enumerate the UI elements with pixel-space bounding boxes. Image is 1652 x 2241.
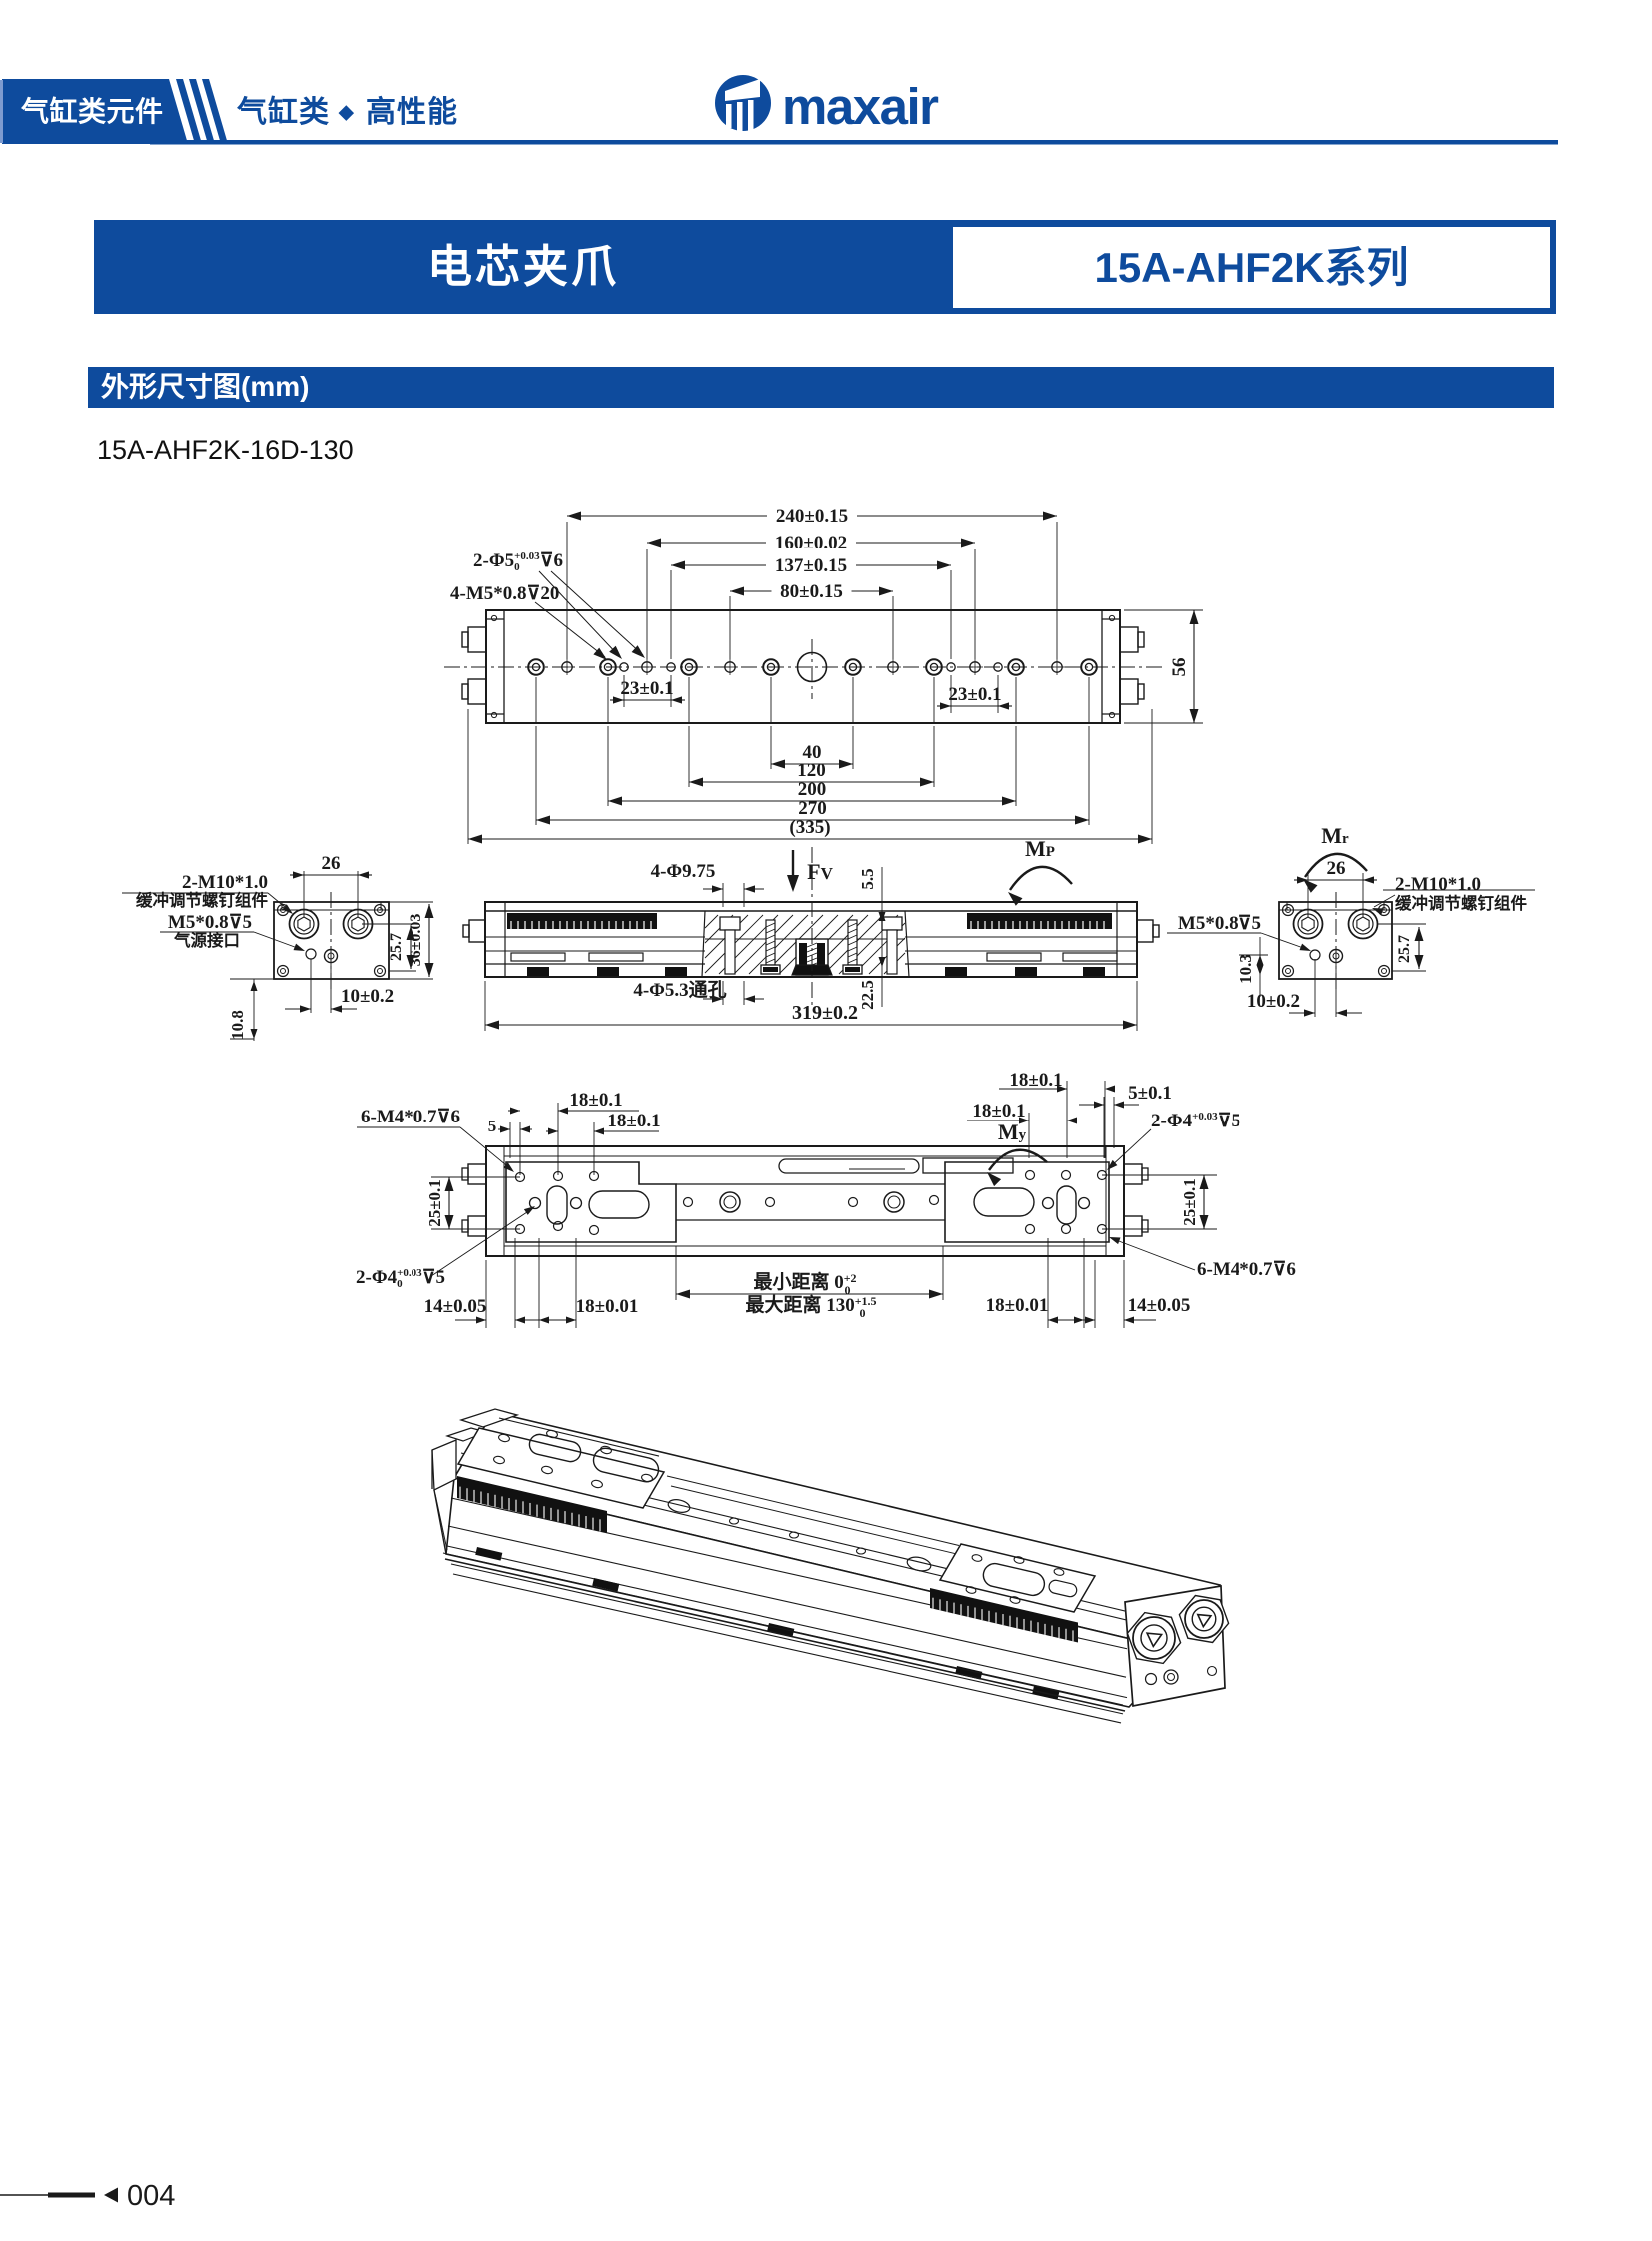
svg-text:2-Φ5+0.03⊽6: 2-Φ5+0.03⊽6 bbox=[473, 550, 563, 571]
svg-text:80±0.15: 80±0.15 bbox=[780, 581, 843, 602]
svg-text:气缸类元件: 气缸类元件 bbox=[20, 95, 164, 127]
svg-text:36±0.03: 36±0.03 bbox=[408, 914, 424, 967]
svg-text:◆: ◆ bbox=[338, 102, 355, 123]
svg-text:18±0.01: 18±0.01 bbox=[576, 1296, 639, 1317]
svg-text:22.5: 22.5 bbox=[858, 980, 877, 1010]
svg-text:2-Φ5+0.03: 2-Φ5+0.03 bbox=[473, 550, 540, 571]
svg-text:5±0.1: 5±0.1 bbox=[1128, 1083, 1172, 1104]
svg-text:240±0.15: 240±0.15 bbox=[776, 506, 848, 527]
svg-text:18±0.1: 18±0.1 bbox=[972, 1101, 1025, 1121]
svg-text:2-Φ4+0.03: 2-Φ4+0.03 bbox=[1151, 1111, 1218, 1131]
svg-text:My: My bbox=[998, 1120, 1027, 1144]
svg-text:最大距离 130+1.50: 最大距离 130+1.50 bbox=[745, 1293, 876, 1320]
svg-text:18±0.1: 18±0.1 bbox=[1009, 1070, 1062, 1091]
svg-text:10±0.2: 10±0.2 bbox=[341, 986, 394, 1007]
svg-text:25.7: 25.7 bbox=[1396, 935, 1413, 963]
svg-text:270: 270 bbox=[798, 798, 827, 819]
svg-text:6-M4*0.7⊽6: 6-M4*0.7⊽6 bbox=[1197, 1259, 1296, 1280]
svg-text:2-Φ50: 2-Φ50 bbox=[473, 550, 520, 573]
svg-text:25.7: 25.7 bbox=[388, 933, 405, 961]
svg-text:14±0.05: 14±0.05 bbox=[1128, 1295, 1191, 1316]
svg-text:2-Φ4: 2-Φ4 bbox=[356, 1267, 398, 1288]
svg-text:10±0.2: 10±0.2 bbox=[1247, 991, 1300, 1012]
svg-text:40: 40 bbox=[803, 742, 822, 763]
svg-text:缓冲调节螺钉组件: 缓冲调节螺钉组件 bbox=[1395, 893, 1528, 913]
svg-text:2-Φ4+0.03⊽5: 2-Φ4+0.03⊽5 bbox=[1151, 1111, 1240, 1131]
svg-text:25±0.1: 25±0.1 bbox=[425, 1179, 444, 1227]
svg-text:18±0.01: 18±0.01 bbox=[986, 1295, 1049, 1316]
svg-text:004: 004 bbox=[127, 2180, 175, 2212]
svg-text:6-M4*0.7⊽6: 6-M4*0.7⊽6 bbox=[361, 1107, 460, 1127]
svg-text:14±0.05: 14±0.05 bbox=[424, 1296, 487, 1317]
svg-text:26: 26 bbox=[1327, 858, 1346, 879]
svg-text:2-Φ5: 2-Φ5 bbox=[473, 550, 514, 571]
svg-text:23±0.1: 23±0.1 bbox=[620, 678, 673, 699]
svg-text:137±0.15: 137±0.15 bbox=[775, 555, 847, 576]
svg-text:4-M5*0.8⊽20: 4-M5*0.8⊽20 bbox=[450, 583, 559, 604]
svg-text:MP: MP bbox=[1025, 836, 1055, 861]
svg-text:23±0.1: 23±0.1 bbox=[948, 684, 1001, 705]
svg-text:maxair: maxair bbox=[782, 78, 939, 135]
svg-text:25±0.1: 25±0.1 bbox=[1180, 1178, 1199, 1226]
svg-text:10.3: 10.3 bbox=[1237, 954, 1255, 984]
svg-text:Mr: Mr bbox=[1321, 823, 1349, 848]
svg-text:缓冲调节螺钉组件: 缓冲调节螺钉组件 bbox=[136, 890, 269, 910]
svg-text:4-Φ9.75: 4-Φ9.75 bbox=[651, 861, 716, 882]
svg-text:26: 26 bbox=[322, 853, 341, 874]
svg-text:气源接口: 气源接口 bbox=[173, 930, 240, 950]
svg-text:120: 120 bbox=[797, 760, 826, 781]
svg-text:2-M10*1.0: 2-M10*1.0 bbox=[1395, 874, 1481, 895]
svg-text:2-Φ4+0.03: 2-Φ4+0.03 bbox=[356, 1267, 422, 1288]
svg-text:10.8: 10.8 bbox=[228, 1010, 247, 1040]
svg-text:气缸类: 气缸类 bbox=[237, 95, 330, 129]
svg-text:2-M10*1.0: 2-M10*1.0 bbox=[182, 872, 268, 893]
svg-text:2-Φ40: 2-Φ40 bbox=[356, 1267, 403, 1290]
svg-text:(335): (335) bbox=[789, 817, 830, 838]
svg-text:最小距离 0+20: 最小距离 0+20 bbox=[753, 1270, 856, 1297]
svg-text:M5*0.8⊽5: M5*0.8⊽5 bbox=[168, 912, 252, 933]
svg-text:2-Φ4: 2-Φ4 bbox=[1151, 1111, 1193, 1131]
svg-text:56: 56 bbox=[1169, 658, 1190, 677]
svg-text:5: 5 bbox=[488, 1117, 497, 1135]
svg-text:18±0.1: 18±0.1 bbox=[569, 1090, 622, 1111]
svg-text:18±0.1: 18±0.1 bbox=[607, 1111, 660, 1131]
svg-text:FV: FV bbox=[807, 859, 833, 884]
svg-text:2-Φ4+0.03⊽5: 2-Φ4+0.03⊽5 bbox=[356, 1267, 445, 1288]
svg-text:319±0.2: 319±0.2 bbox=[792, 1002, 858, 1024]
svg-text:M5*0.8⊽5: M5*0.8⊽5 bbox=[1178, 913, 1261, 934]
svg-text:5.5: 5.5 bbox=[858, 868, 877, 889]
svg-text:高性能: 高性能 bbox=[366, 96, 458, 129]
svg-text:4-Φ5.3通孔: 4-Φ5.3通孔 bbox=[633, 979, 726, 1001]
svg-text:200: 200 bbox=[798, 779, 827, 800]
